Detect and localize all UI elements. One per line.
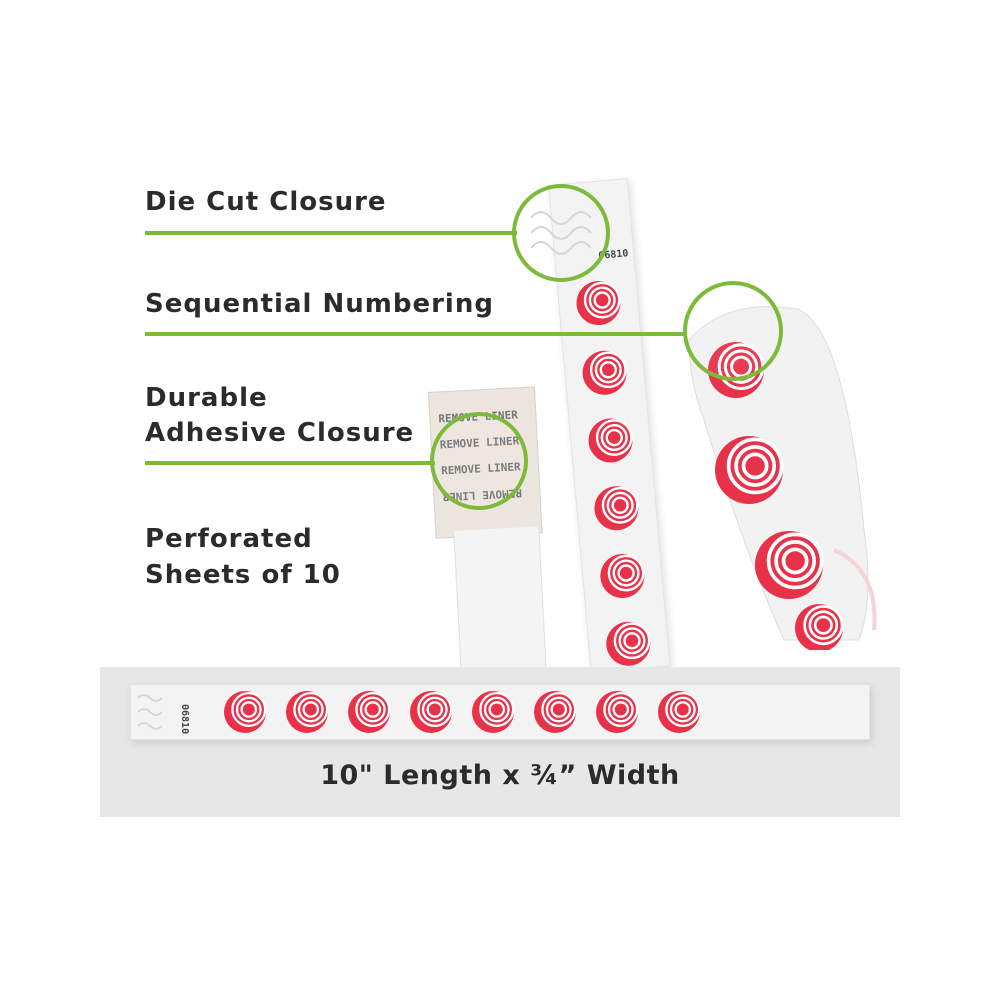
feature-label-adhesive-line2: Adhesive Closure [145, 418, 415, 448]
swirl-logo-vertical-0 [576, 281, 621, 326]
callout-circle-die-cut [512, 184, 610, 282]
swirl-logo-curled-1 [715, 436, 784, 504]
swirl-logo-flat-3 [410, 691, 453, 733]
feature-label-die-cut: Die Cut Closure [145, 187, 387, 217]
callout-circle-numbering [683, 281, 783, 381]
swirl-logo-vertical-2 [588, 418, 633, 463]
swirl-logo-vertical-1 [582, 350, 627, 395]
swirl-logo-flat-2 [348, 691, 391, 733]
dimension-label: 10" Length x ¾” Width [320, 760, 680, 791]
swirl-logo-curled-3 [795, 604, 844, 650]
callout-line-adhesive [145, 461, 435, 465]
feature-label-sequential-numbering: Sequential Numbering [145, 289, 494, 319]
feature-label-perforated-line2: Sheets of 10 [145, 560, 341, 590]
swirl-logo-flat-5 [534, 691, 577, 733]
callout-line-die-cut [145, 231, 517, 235]
swirl-logo-vertical-3 [594, 486, 639, 531]
vertical-wristband: 06810 [548, 178, 671, 674]
swirl-logo-flat-1 [286, 691, 329, 733]
feature-label-perforated-line1: Perforated [145, 524, 313, 554]
vertical-band-print [576, 281, 651, 666]
swirl-logo-flat-4 [472, 691, 515, 733]
swirl-logo-curled-2 [755, 531, 824, 599]
curled-wristband [684, 300, 884, 650]
callout-line-numbering [145, 332, 685, 336]
flat-band-print [224, 691, 701, 733]
flat-wristband: 06810 [130, 684, 870, 740]
swirl-logo-flat-7 [658, 691, 701, 733]
swirl-logo-flat-0 [224, 691, 267, 733]
swirl-logo-vertical-5 [606, 621, 651, 666]
callout-circle-adhesive [430, 412, 528, 510]
die-cut-wave-detail [530, 211, 592, 255]
dimension-panel: 06810 10" Length x ¾” Width [100, 667, 900, 817]
feature-label-adhesive-line1: Durable [145, 383, 268, 413]
swirl-logo-flat-6 [596, 691, 639, 733]
liner-band-tail [453, 526, 548, 682]
die-cut-end [137, 694, 163, 730]
swirl-logo-vertical-4 [600, 554, 645, 599]
